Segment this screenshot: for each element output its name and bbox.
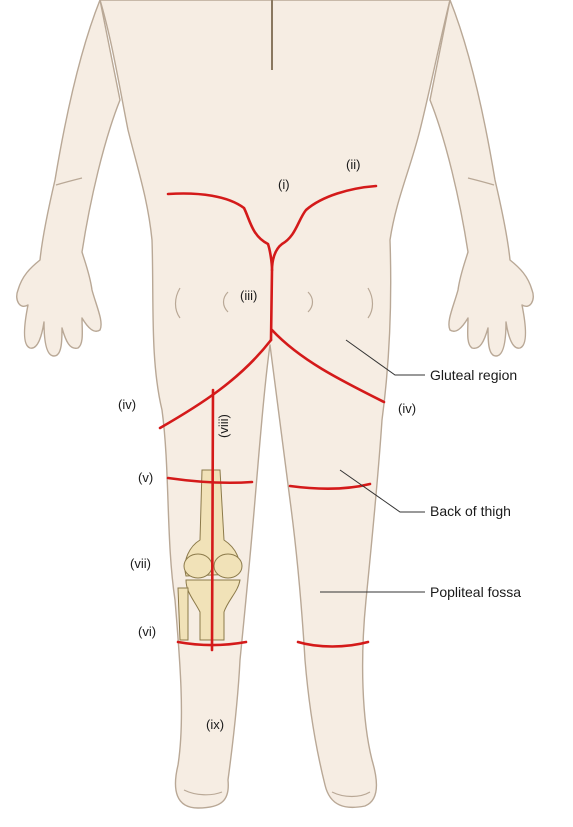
label-popliteal-fossa: Popliteal fossa xyxy=(430,584,521,600)
fibula xyxy=(178,588,188,640)
label-cut-ix: (ix) xyxy=(206,717,224,733)
label-cut-iv-left: (iv) xyxy=(118,397,136,413)
label-cut-ii: (ii) xyxy=(346,157,360,173)
femoral-condyle-right xyxy=(214,554,242,578)
label-cut-v: (v) xyxy=(138,470,153,486)
label-gluteal-region: Gluteal region xyxy=(430,367,517,383)
body-silhouette xyxy=(17,0,534,808)
femoral-condyle-left xyxy=(184,554,212,578)
label-cut-iii: (iii) xyxy=(240,288,257,304)
label-cut-iv-right: (iv) xyxy=(398,401,416,417)
incision-viii-vertical xyxy=(212,390,213,650)
label-back-of-thigh: Back of thigh xyxy=(430,503,511,519)
label-cut-vii: (vii) xyxy=(130,556,151,572)
label-cut-viii: (viii) xyxy=(216,414,232,438)
left-arm xyxy=(17,0,120,356)
right-arm xyxy=(430,0,533,356)
label-cut-vi: (vi) xyxy=(138,624,156,640)
label-cut-i: (i) xyxy=(278,177,290,193)
